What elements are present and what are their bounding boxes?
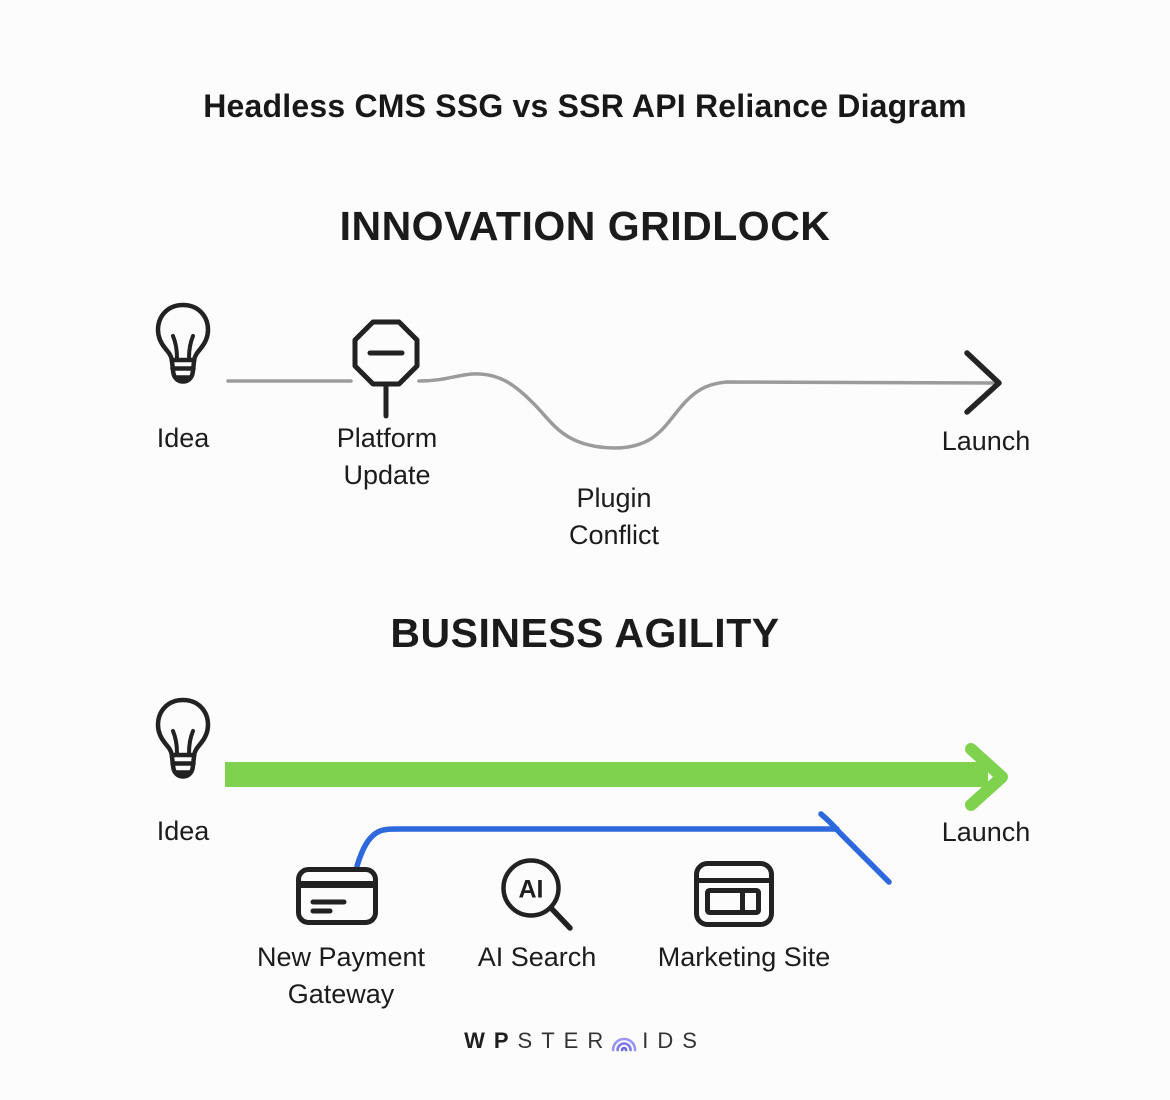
agility-timeline-bar <box>225 762 988 787</box>
gridlock-platform-update-label: Platform Update <box>336 423 438 490</box>
stop-sign-icon <box>352 319 420 419</box>
browser-window-icon <box>694 861 774 927</box>
ai-search-icon: AI <box>501 858 573 931</box>
agility-launch-label: Launch <box>941 817 1031 847</box>
agility-arrowhead-icon <box>965 743 1008 811</box>
agility-section-heading: BUSINESS AGILITY <box>390 610 780 656</box>
brand-ster-text: STER <box>517 1027 613 1053</box>
brand-wp-text: WP <box>464 1027 518 1053</box>
gridlock-plugin-conflict-label: Plugin Conflict <box>568 483 660 550</box>
signal-arcs-icon <box>611 1037 637 1052</box>
lightbulb-icon <box>155 302 211 384</box>
brand-ids-text: IDS <box>642 1027 706 1053</box>
gridlock-section-heading: INNOVATION GRIDLOCK <box>339 203 831 249</box>
gridlock-arrowhead-icon <box>964 350 1002 415</box>
agility-marketing-label: Marketing Site <box>657 942 831 972</box>
page-title: Headless CMS SSG vs SSR API Reliance Dia… <box>203 88 967 124</box>
agility-detour-tail <box>818 811 892 885</box>
agility-payment-label: New Payment Gateway <box>256 942 426 1009</box>
agility-idea-label: Idea <box>156 816 210 846</box>
gridlock-launch-label: Launch <box>941 426 1031 456</box>
credit-card-icon <box>296 867 378 925</box>
gridlock-idea-label: Idea <box>156 423 210 453</box>
ai-search-icon-label: AI <box>519 876 544 904</box>
gridlock-line-dip <box>417 372 998 450</box>
lightbulb-icon <box>155 697 211 779</box>
agility-ai-search-label: AI Search <box>477 942 597 972</box>
